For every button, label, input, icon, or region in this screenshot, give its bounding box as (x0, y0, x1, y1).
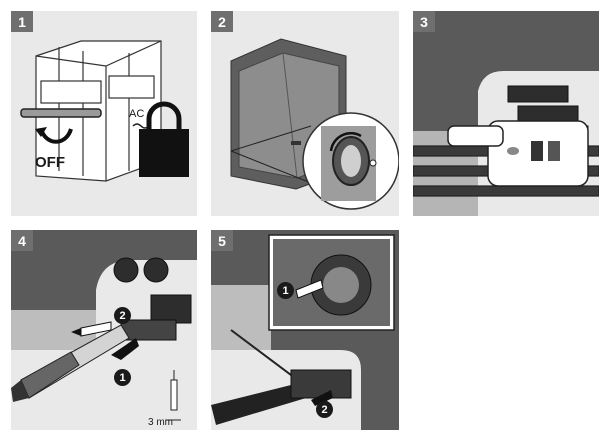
panel-2-inverter-detail: 2 (211, 11, 399, 216)
dimension-label: 3 mm (148, 417, 173, 428)
step-number-3: 3 (413, 11, 435, 32)
panel-5-disconnect-connector: 5 1 2 (211, 230, 399, 430)
step-marker-1: 1 (277, 282, 294, 299)
circuit-breaker-illustration (20, 40, 189, 182)
panel-3-current-clamp: 3 (413, 11, 599, 216)
connector-illustration (211, 230, 399, 430)
ac-label: AC (129, 108, 145, 120)
off-label: OFF (35, 154, 65, 171)
step-marker-2: 2 (316, 401, 333, 418)
step-number-4: 4 (11, 230, 33, 251)
step-number-1: 1 (11, 11, 33, 32)
step-marker-2: 2 (114, 307, 131, 324)
current-clamp-illustration (413, 11, 599, 216)
step-number-5: 5 (211, 230, 233, 251)
step-number-2: 2 (211, 11, 233, 32)
inverter-illustration (230, 38, 399, 210)
step-marker-1: 1 (114, 369, 131, 386)
screwdriver-illustration (11, 230, 197, 421)
panel-1-disconnect-ac: 1 AC OFF (11, 11, 197, 216)
panel-4-screwdriver-release: 4 2 1 3 mm (11, 230, 197, 430)
